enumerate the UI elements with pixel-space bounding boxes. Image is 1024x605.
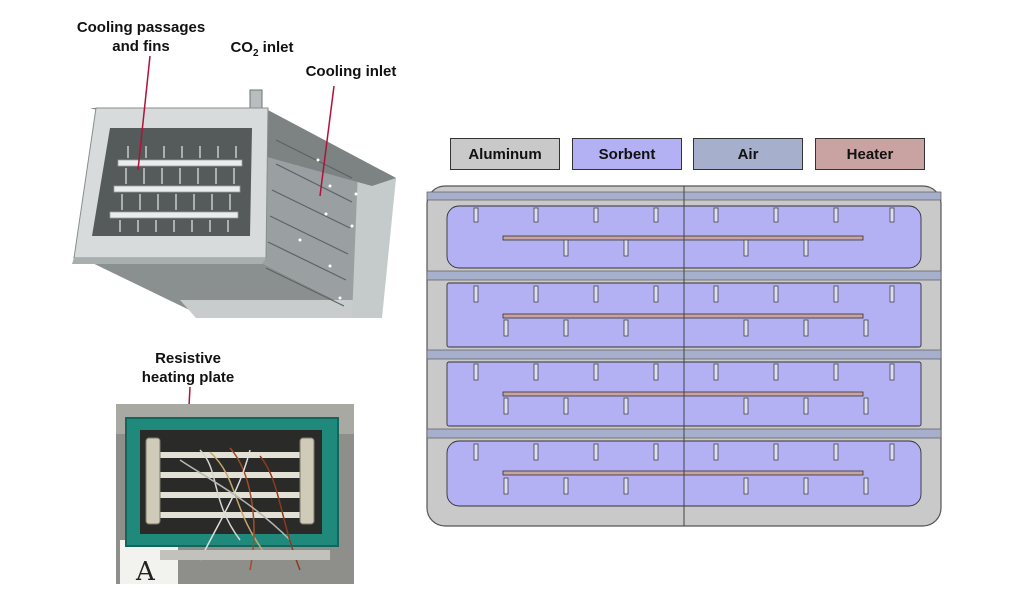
fin-slots [473,207,895,495]
air-channel-top [426,191,942,201]
front-fins [109,159,243,219]
leader-heating-plate [185,386,191,463]
label-co2-inlet: CO2 inlet [222,38,302,63]
air-channel-3 [426,428,942,439]
label-heating-plate: Resistive heating plate [128,349,248,387]
co2-subscript: 2 [252,48,259,59]
module-right-side [252,108,396,318]
module-end-plate [352,170,396,318]
photo-wires [179,447,301,571]
legend-aluminum: Aluminum [450,138,560,170]
legend-sorbent: Sorbent [572,138,682,170]
legend-sorbent-label: Sorbent [598,145,656,163]
photo-handwritten-mark: A [135,557,156,587]
heater-strip-2 [502,313,864,319]
side-fin-lines [265,139,353,307]
legend-air: Air [693,138,803,170]
label-cooling-inlet: Cooling inlet [305,63,397,80]
front-frame-shade [72,258,266,264]
photo-paper [120,540,178,584]
photo-clamps [145,437,315,525]
label-cooling-passages-line1: Cooling passages [76,19,206,36]
label-heating-plate-line2: heating plate [141,369,235,386]
sorbent-zone-1 [446,205,922,269]
heater-strip-1 [502,235,864,241]
co2-inlet-pipe [249,89,263,113]
label-heating-plate-line1: Resistive [155,350,221,367]
photo-frame-inner [140,430,322,534]
photo-table [116,404,354,434]
label-cooling-passages: Cooling passages and fins [70,18,212,56]
leader-lines [137,55,335,463]
legend-air-label: Air [737,145,759,163]
sorbent-zone-4 [446,440,922,507]
legend-heater: Heater [815,138,925,170]
label-cooling-passages-line2: and fins [112,38,170,55]
air-channel-1 [426,270,942,281]
front-fin-ticks [119,146,237,232]
legend-aluminum-label: Aluminum [468,145,542,163]
module-bottom-plate [180,300,372,318]
co2-prefix: CO [230,39,253,56]
sorbent-zone-3 [446,361,922,427]
front-frame [73,107,269,259]
co2-suffix: inlet [258,39,294,56]
photo-plates [150,452,310,518]
leader-cooling-passages [137,55,151,171]
leader-cooling-inlet [319,85,335,197]
photo-background [116,404,354,584]
legend-heater-label: Heater [846,145,894,163]
air-channel-2 [426,349,942,360]
sorbent-zone-2 [446,282,922,348]
front-opening [92,128,252,236]
module-bottom-side [78,256,372,318]
side-fin-dots [298,158,358,300]
photo-green-frame [125,417,339,547]
aluminum-housing [426,185,942,527]
heater-strip-3 [502,391,864,397]
heater-strip-4 [502,470,864,476]
photo-base-plate [160,550,330,560]
module-top-edge [90,108,396,186]
